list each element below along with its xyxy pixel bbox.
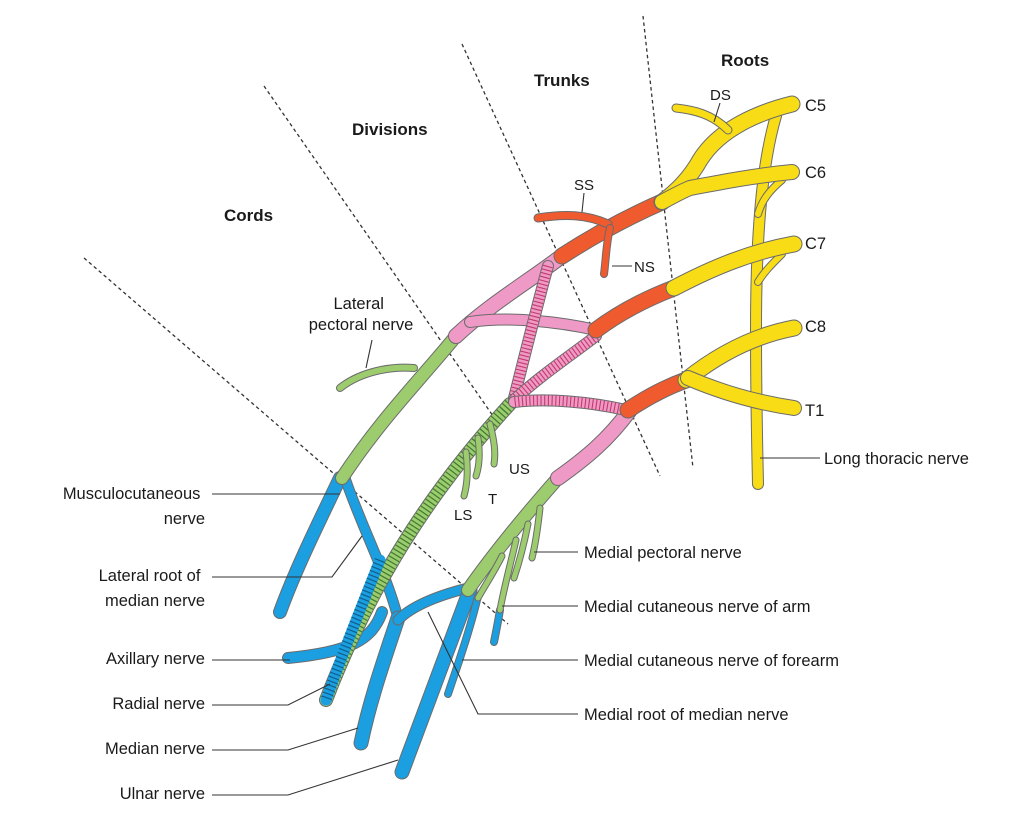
thoracodorsal-nerve xyxy=(473,435,482,479)
median-nerve xyxy=(354,611,405,750)
label-lateral-root-median-line2: median nerve xyxy=(105,592,205,610)
root-label-c5: C5 xyxy=(805,97,826,115)
medial-cutaneous-arm-origin xyxy=(497,537,519,613)
cords xyxy=(319,329,565,707)
c6-root xyxy=(655,165,799,209)
leader-median xyxy=(212,727,359,751)
label-us: US xyxy=(509,461,530,478)
small-nerve-labels: DS SS NS US T LS xyxy=(454,87,731,524)
radial-nerve-hatch xyxy=(320,557,386,702)
middle-trunk xyxy=(588,280,682,338)
medial-root-median-nerve xyxy=(393,583,473,625)
c6-long-thoracic-root xyxy=(755,177,785,217)
terminal-branches xyxy=(273,471,504,780)
label-radial: Radial nerve xyxy=(112,695,205,713)
label-medial-cutaneous-arm: Medial cutaneous nerve of arm xyxy=(584,598,811,616)
lateral-root-median-nerve xyxy=(340,473,403,623)
label-musculocutaneous-line2: nerve xyxy=(164,510,205,528)
lateral-pectoral-nerve xyxy=(337,364,417,391)
root-labels: C5 C6 C7 C8 T1 xyxy=(805,97,826,420)
medial-cord xyxy=(462,472,564,596)
medial-pectoral-branch xyxy=(529,505,543,561)
label-musculocutaneous-line1: Musculocutaneous xyxy=(63,485,201,503)
label-lateral-pectoral-line2: pectoral nerve xyxy=(309,316,414,334)
t1-root xyxy=(681,371,801,415)
label-medial-cutaneous-forearm: Medial cutaneous nerve of forearm xyxy=(584,652,839,670)
lower-posterior-division-hatch xyxy=(513,395,628,415)
medial-cutaneous-forearm-nerve xyxy=(445,593,481,697)
musculocutaneous-nerve xyxy=(274,472,346,618)
medial-cutaneous-forearm-origin xyxy=(475,553,505,601)
suprascapular-nerve xyxy=(534,212,612,228)
label-ns: NS xyxy=(634,259,655,276)
divider-roots-trunks xyxy=(642,15,694,469)
leader-radial xyxy=(212,683,331,706)
divider-cords-branches xyxy=(83,257,509,625)
label-musculocutaneous: Musculocutaneous nerve xyxy=(63,485,205,528)
divisions xyxy=(448,248,638,486)
label-ulnar: Ulnar nerve xyxy=(120,785,205,803)
label-medial-root-median: Medial root of median nerve xyxy=(584,706,789,724)
heading-roots: Roots xyxy=(721,51,769,70)
lateral-cord xyxy=(336,330,462,484)
region-dividers xyxy=(83,15,694,625)
leader-ulnar xyxy=(212,759,399,796)
label-t: T xyxy=(488,491,497,508)
roots xyxy=(653,95,803,490)
heading-divisions: Divisions xyxy=(352,120,428,139)
label-ss: SS xyxy=(574,177,594,194)
heading-trunks: Trunks xyxy=(534,71,590,90)
label-lateral-pectoral: Lateral pectoral nerve xyxy=(309,295,414,334)
medial-pectoral-branch-2 xyxy=(511,521,531,581)
root-label-t1: T1 xyxy=(805,402,824,420)
medial-cutaneous-arm-nerve xyxy=(491,607,503,645)
leader-ss xyxy=(581,192,585,213)
leader-ds xyxy=(713,102,721,123)
middle-posterior-division-hatch xyxy=(510,332,600,404)
nerve-to-subclavius xyxy=(601,225,613,277)
leader-lateral-root-median xyxy=(212,535,363,578)
leader-lateral-pectoral xyxy=(365,339,373,369)
c7-root xyxy=(666,236,802,296)
label-ls: LS xyxy=(454,507,472,524)
label-lateral-root-median-line1: Lateral root of xyxy=(99,567,201,585)
divider-trunks-divisions xyxy=(461,43,661,477)
c7-long-thoracic-root xyxy=(755,251,785,285)
label-lateral-root-median: Lateral root of median nerve xyxy=(99,567,205,610)
root-label-c6: C6 xyxy=(805,164,826,182)
upper-posterior-division-hatch xyxy=(509,264,553,400)
label-median: Median nerve xyxy=(105,740,205,758)
label-long-thoracic: Long thoracic nerve xyxy=(824,450,969,468)
upper-subscapular-nerve xyxy=(487,421,498,467)
leader-lines xyxy=(212,102,820,796)
label-medial-pectoral: Medial pectoral nerve xyxy=(584,544,742,562)
root-label-c7: C7 xyxy=(805,235,826,253)
label-axillary: Axillary nerve xyxy=(106,650,205,668)
dorsal-scapular-nerve xyxy=(672,104,732,134)
ulnar-nerve xyxy=(395,583,477,779)
trunks xyxy=(533,193,695,419)
region-headings: Roots Trunks Divisions Cords xyxy=(224,51,769,225)
root-label-c8: C8 xyxy=(805,318,826,336)
nerve-labels: Lateral pectoral nerve Long thoracic ner… xyxy=(63,295,969,803)
label-lateral-pectoral-line1: Lateral xyxy=(333,295,383,313)
lower-subscapular-nerve xyxy=(461,449,470,499)
divider-divisions-cords xyxy=(263,85,501,427)
c8-root xyxy=(678,320,802,388)
lower-anterior-division xyxy=(551,403,637,485)
heading-cords: Cords xyxy=(224,206,273,225)
leader-medial-root-median xyxy=(427,611,578,715)
label-ds: DS xyxy=(710,87,731,104)
